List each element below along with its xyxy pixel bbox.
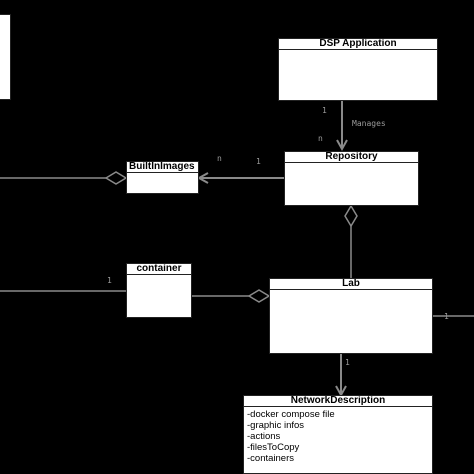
container-multiplicity: 1 xyxy=(107,276,112,285)
offscreen-class-box xyxy=(0,14,11,100)
lab-net-multiplicity: 1 xyxy=(345,358,350,367)
class-container-title: container xyxy=(127,264,191,275)
builtin-aggregation-diamond xyxy=(104,171,128,185)
class-dsp-application-title: DSP Application xyxy=(279,39,437,50)
attribute-item: -containers xyxy=(247,453,294,464)
class-container: container xyxy=(126,263,192,318)
container-lab-aggregation-diamond xyxy=(247,289,271,303)
manages-multiplicity-top: 1 xyxy=(322,106,327,115)
attribute-item: -actions xyxy=(247,431,281,442)
attribute-item: -filesToCopy xyxy=(247,442,300,453)
manages-multiplicity-bottom: n xyxy=(318,134,323,143)
repo-lab-aggregation-diamond xyxy=(344,204,358,228)
class-network-description-title: NetworkDescription xyxy=(244,396,432,407)
class-builtin-images: BuiltInImages xyxy=(126,161,199,194)
class-builtin-images-title: BuiltInImages xyxy=(127,162,198,173)
class-repository-title: Repository xyxy=(285,152,418,163)
manages-label: Manages xyxy=(352,119,386,128)
builtin-multiplicity-1: 1 xyxy=(256,157,261,166)
class-repository: Repository xyxy=(284,151,419,206)
right-edge-multiplicity: 1 xyxy=(444,312,449,321)
class-network-description-attributes: -docker compose file -graphic infos -act… xyxy=(244,407,432,466)
repo-builtin-arrowhead xyxy=(196,172,209,184)
attribute-item: -graphic infos xyxy=(247,420,305,431)
manages-arrowhead xyxy=(336,139,348,152)
class-lab: Lab xyxy=(269,278,433,354)
class-network-description: NetworkDescription -docker compose file … xyxy=(243,395,433,474)
builtin-multiplicity-n: n xyxy=(217,154,222,163)
attribute-item: -docker compose file xyxy=(247,409,335,420)
class-lab-title: Lab xyxy=(270,279,432,290)
class-dsp-application: DSP Application xyxy=(278,38,438,101)
